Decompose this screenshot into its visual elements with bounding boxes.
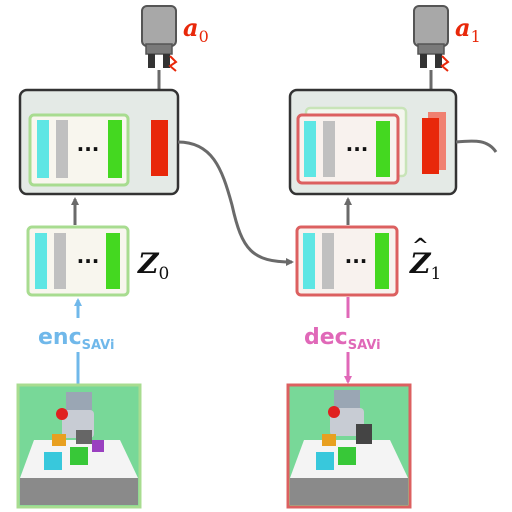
action-label-0: a0 bbox=[183, 13, 209, 46]
latent-state-box-0 bbox=[26, 225, 130, 297]
slot-cyan bbox=[35, 233, 47, 289]
slot-green bbox=[106, 233, 120, 289]
slot-gray bbox=[322, 233, 334, 289]
gripper-icon-1 bbox=[413, 5, 450, 72]
next-transition-arrow bbox=[455, 139, 498, 153]
action-label-1: a1 bbox=[455, 13, 481, 46]
slot-ellipsis: ··· bbox=[77, 137, 100, 161]
decoder-label-bg bbox=[300, 318, 400, 352]
gripper-icon-0 bbox=[141, 5, 178, 72]
transition-arrow bbox=[177, 140, 294, 266]
state-hat: ^ bbox=[412, 233, 429, 257]
slot-cyan bbox=[37, 120, 49, 178]
action-token-0 bbox=[151, 120, 168, 176]
slot-green bbox=[375, 233, 389, 289]
slot-ellipsis: ··· bbox=[345, 249, 368, 273]
slot-ellipsis: ··· bbox=[77, 249, 100, 273]
encoder-label: encSAVi bbox=[38, 325, 114, 353]
slot-gray bbox=[56, 120, 68, 178]
slot-set-0-in-module bbox=[28, 113, 130, 187]
slot-cyan bbox=[304, 121, 316, 177]
slot-green bbox=[108, 120, 122, 178]
state-label-1: Z1 bbox=[409, 247, 441, 284]
slot-gray bbox=[323, 121, 335, 177]
observation-image-0 bbox=[16, 383, 142, 509]
slot-green bbox=[376, 121, 390, 177]
slot-cyan bbox=[303, 233, 315, 289]
decoder-label: decSAVi bbox=[304, 325, 381, 353]
slot-ellipsis: ··· bbox=[346, 137, 369, 161]
reconstructed-image-1 bbox=[286, 383, 412, 509]
action-token-1 bbox=[422, 118, 439, 174]
slot-gray bbox=[54, 233, 66, 289]
encoder-label-bg bbox=[32, 318, 132, 352]
state-label-0: Z0 bbox=[137, 247, 169, 284]
